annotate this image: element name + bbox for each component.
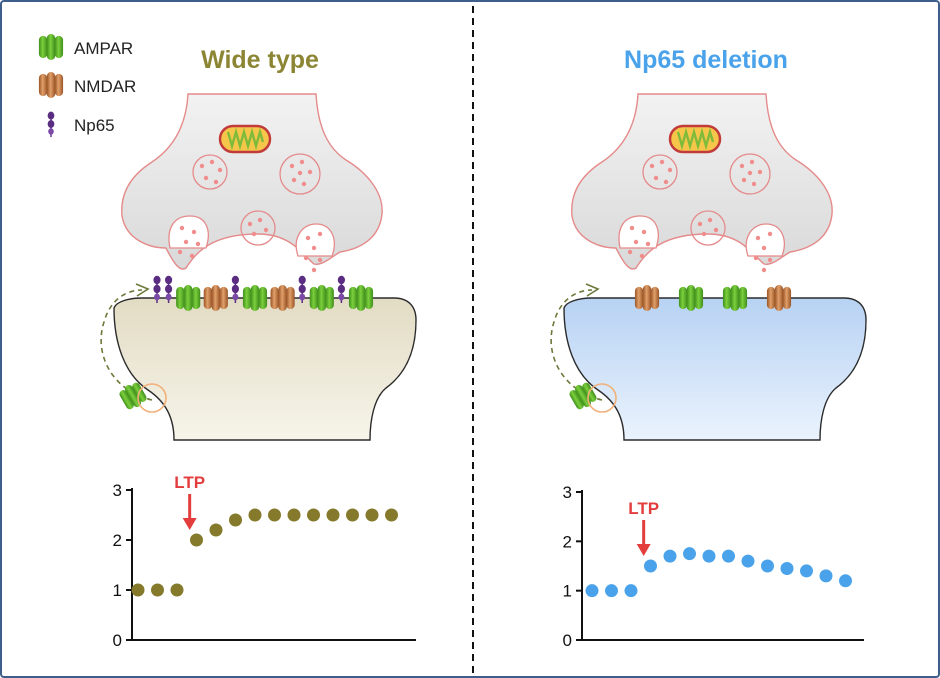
y-ticks: 0 1 2 3 xyxy=(563,483,582,650)
synaptic-vesicle xyxy=(192,154,228,190)
ltp-chart-wild-type: 0 1 2 3 LTP xyxy=(113,473,416,650)
data-point xyxy=(702,549,716,563)
panel-title-np65-deletion: Np65 deletion xyxy=(624,46,788,74)
data-point xyxy=(780,561,794,575)
data-point xyxy=(131,583,145,597)
synapse-np65-deletion xyxy=(550,93,867,441)
data-point xyxy=(385,508,398,522)
data-point xyxy=(346,508,359,522)
neurotransmitter-dots xyxy=(627,159,773,273)
ampar-receptor-icon xyxy=(176,285,201,311)
ltp-arrow-icon xyxy=(636,520,651,556)
trafficking-path xyxy=(550,289,603,401)
ltp-label: LTP xyxy=(174,473,205,492)
data-point xyxy=(819,569,833,583)
data-point xyxy=(365,508,379,522)
y-tick-label: 0 xyxy=(113,631,122,650)
ampar-receptor-icon xyxy=(678,285,704,311)
data-point xyxy=(151,583,164,597)
data-point xyxy=(800,564,813,578)
synaptic-vesicle xyxy=(240,210,276,246)
synaptic-vesicle xyxy=(279,153,321,195)
fusing-vesicle xyxy=(618,215,659,249)
data-point xyxy=(170,583,184,597)
presynaptic-terminal xyxy=(121,93,383,270)
nmdar-receptor-icon xyxy=(203,285,228,311)
ltp-arrow-icon xyxy=(182,494,197,530)
y-tick-label: 1 xyxy=(113,581,122,600)
synapse-wild-type xyxy=(100,93,417,441)
y-tick-label: 3 xyxy=(563,483,572,502)
data-point xyxy=(248,508,262,522)
ampar-receptor-icon xyxy=(348,285,374,311)
y-tick-label: 2 xyxy=(563,532,572,551)
data-point xyxy=(683,547,696,561)
data-point xyxy=(190,533,203,547)
nmdar-icon xyxy=(38,72,64,98)
endocytic-zone xyxy=(137,383,167,413)
synaptic-vesicle xyxy=(690,210,726,246)
data-point xyxy=(761,559,774,573)
data-point xyxy=(268,508,281,522)
data-point xyxy=(624,584,638,598)
postsynaptic-spine xyxy=(563,297,867,441)
ampar-receptor-icon xyxy=(309,285,334,311)
trafficking-arrowhead xyxy=(585,283,600,297)
data-points xyxy=(131,508,398,597)
mitochondrion-icon xyxy=(218,124,272,154)
synaptic-vesicle xyxy=(729,153,771,195)
y-tick-label: 0 xyxy=(563,631,572,650)
ampar-icon xyxy=(38,34,64,60)
legend-nmdar-label: NMDAR xyxy=(74,77,136,96)
data-point xyxy=(741,554,755,568)
data-point xyxy=(722,549,735,563)
data-point xyxy=(663,549,677,563)
y-tick-label: 3 xyxy=(113,481,122,500)
data-point xyxy=(839,574,852,588)
presynaptic-terminal xyxy=(571,93,833,270)
data-point xyxy=(209,523,223,537)
nmdar-receptor-icon xyxy=(270,285,295,311)
y-tick-label: 1 xyxy=(563,582,572,601)
fusing-vesicle xyxy=(168,215,209,249)
np65-icon xyxy=(46,110,56,138)
trafficking-path xyxy=(100,289,153,401)
y-ticks: 0 1 2 3 xyxy=(113,481,132,650)
panel-title-wild-type: Wide type xyxy=(201,46,319,74)
data-point xyxy=(585,584,599,598)
data-point xyxy=(307,508,320,522)
nmdar-receptor-icon xyxy=(766,285,792,311)
data-point xyxy=(326,508,340,522)
trafficking-arrowhead xyxy=(135,283,150,297)
ampar-receptor-icon xyxy=(242,285,268,311)
ampar-receptor-icon xyxy=(722,285,748,311)
data-point xyxy=(287,508,301,522)
ltp-chart-np65-deletion: 0 1 2 3 LTP xyxy=(563,483,864,650)
fusing-vesicle xyxy=(295,223,335,257)
legend-ampar-label: AMPAR xyxy=(74,39,133,58)
mitochondrion-icon xyxy=(668,124,722,154)
nmdar-receptor-icon xyxy=(634,285,660,311)
data-point xyxy=(605,584,618,598)
postsynaptic-spine xyxy=(113,297,417,441)
data-point xyxy=(644,559,657,573)
legend-np65-label: Np65 xyxy=(74,116,115,135)
y-tick-label: 2 xyxy=(113,531,122,550)
legend: AMPAR NMDAR Np65 xyxy=(38,34,136,138)
endocytic-zone xyxy=(587,383,617,413)
neurotransmitter-dots xyxy=(177,159,323,273)
fusing-vesicle xyxy=(745,223,785,257)
data-point xyxy=(229,513,242,527)
data-points xyxy=(585,547,852,598)
ltp-label: LTP xyxy=(628,499,659,518)
synaptic-vesicle xyxy=(642,154,678,190)
